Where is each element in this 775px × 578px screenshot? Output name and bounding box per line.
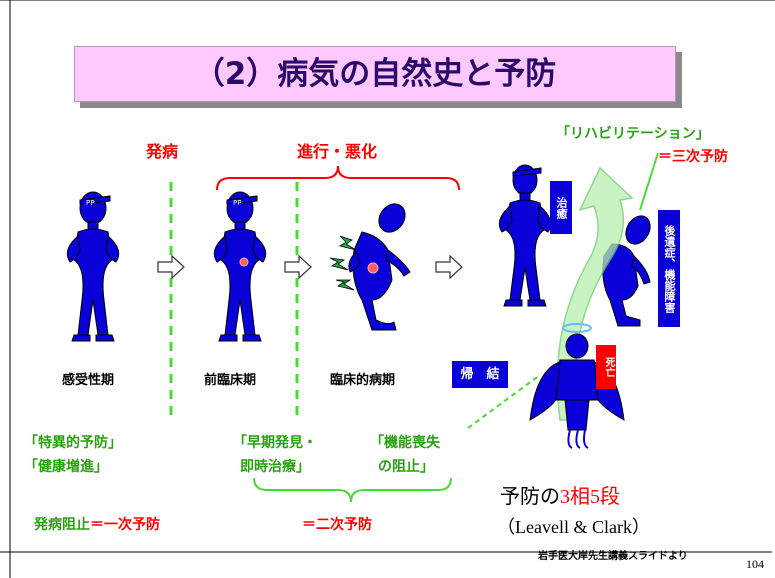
stage-clinical-label: 臨床的病期 <box>330 373 396 388</box>
disabled-person-icon <box>602 215 651 327</box>
hollow-arrow-1 <box>157 254 185 280</box>
three-phases-five-steps: 予防の3相5段 <box>500 480 620 509</box>
disability-limit-label-1: 「機能喪失 <box>370 435 440 451</box>
onset-label: 発病 <box>146 142 179 161</box>
source-credit: 岩手医大岸先生講義スライドより <box>538 551 688 562</box>
stage-susceptible-label: 感受性期 <box>62 373 115 388</box>
primary-prevention-label: ＝一次予防 <box>90 517 160 533</box>
halo-icon <box>562 323 592 333</box>
rehab-pointer <box>639 152 659 211</box>
disability-pointer <box>467 374 541 429</box>
secondary-bracket <box>253 477 452 503</box>
early-detection-label-1: 「早期発見・ <box>233 435 317 451</box>
svg-text:PP: PP <box>86 199 94 207</box>
progression-bracket <box>216 165 460 191</box>
hollow-arrow-2 <box>284 254 312 280</box>
sequelae-box: 後遺症、機能障害 <box>658 210 680 327</box>
recovered-person-icon <box>498 164 552 307</box>
svg-text:PP: PP <box>233 199 241 207</box>
secondary-prevention-label: ＝二次予防 <box>302 517 372 533</box>
onset-prevention-label: 発病阻止 <box>34 517 90 533</box>
stage-preclinical-label: 前臨床期 <box>204 373 257 388</box>
angel-icon <box>529 323 625 449</box>
slide-title: （2）病気の自然史と予防 <box>193 56 557 92</box>
cure-box: 治癒 <box>550 181 572 234</box>
outcome-box: 帰 結 <box>452 361 508 388</box>
authors-label: （Leavell & Clark） <box>497 517 650 537</box>
early-detection-label-2: 即時治療」 <box>240 459 310 475</box>
title-box <box>74 46 676 102</box>
preclinical-person-icon <box>213 191 267 342</box>
phases-prefix: 予防の <box>500 484 560 508</box>
progression-label: 進行・悪化 <box>297 142 378 161</box>
death-box: 死亡 <box>596 345 616 389</box>
phases-suffix: 段 <box>600 484 620 508</box>
preclinical-lesion-icon <box>239 257 249 267</box>
healthy-person-icon <box>66 191 120 342</box>
tertiary-prevention-label: ＝三次予防 <box>658 149 728 165</box>
rehab-label: 「リハビリテーション」 <box>556 126 710 142</box>
phases-num-5: 5 <box>590 486 600 508</box>
health-promotion-label: 「健康増進」 <box>24 459 108 475</box>
specific-prevention-label: 「特異的予防」 <box>24 435 122 451</box>
hollow-arrow-3 <box>435 254 463 280</box>
phases-word: 相 <box>570 484 590 508</box>
sick-person-icon <box>348 203 411 331</box>
pain-bolt-icons <box>329 235 357 291</box>
phases-num-3: 3 <box>560 486 570 508</box>
primary-prevention-row: 発病阻止＝一次予防 <box>34 514 160 534</box>
page-number: 104 <box>746 557 764 571</box>
clinical-lesion-icon <box>367 262 379 274</box>
disability-limit-label-2: の阻止」 <box>378 459 434 475</box>
